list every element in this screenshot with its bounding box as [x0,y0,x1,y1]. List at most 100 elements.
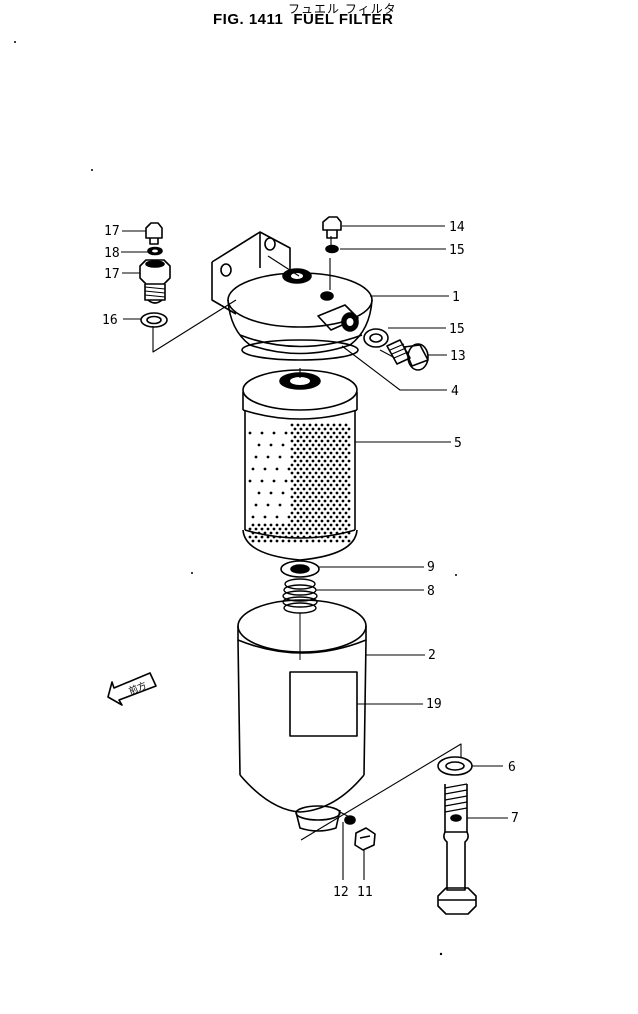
perforation-dot [308,503,312,507]
perforation-dot [320,423,324,427]
perforation-dot [317,459,321,463]
perforation-dot [314,455,318,459]
perforation-dot [317,435,321,439]
perforation-dot [302,479,306,483]
perforation-dot [341,539,345,543]
perforation-dot [329,451,333,455]
perforation-dot [299,499,303,503]
japanese-subtitle: フュエル フィルタ [288,2,397,16]
perforation-dot [290,423,294,427]
perforation-dot [296,527,300,531]
perforation-dot [293,443,297,447]
perforation-dot [335,531,339,535]
perforation-dot [275,539,279,543]
perforation-dot [335,475,339,479]
perforation-dot [263,467,267,471]
perforation-dot [329,427,333,431]
small-bolt-part [322,216,342,254]
perforation-dot [266,503,270,507]
perforation-dot [299,515,303,519]
perforation-dot [263,539,267,543]
perforation-dot [335,467,339,471]
perforation-dot [305,491,309,495]
drain-plug-part [344,815,376,851]
callout-14: 13 [450,349,466,364]
perforation-dot [302,447,306,451]
perforation-dot [263,531,267,535]
perforation-dot [335,523,339,527]
perforation-dot [341,507,345,511]
perforation-dot [293,491,297,495]
perforation-dot [341,435,345,439]
perforation-dot [332,527,336,531]
perforation-dot [332,511,336,515]
o-ring-part [241,339,359,361]
perforation-dot [329,483,333,487]
perforation-dot [299,507,303,511]
perforation-dot [338,487,342,491]
perforation-dot [344,455,348,459]
perforation-dot [296,455,300,459]
perforation-dot [341,499,345,503]
fitting-stack-part [139,222,171,328]
perforation-dot [299,483,303,487]
perforation-dot [317,515,321,519]
perforation-dot [293,499,297,503]
callout-6: 6 [508,760,516,775]
callout-labels: 17 18 17 16 14 15 1 15 13 4 5 9 8 2 19 6… [102,220,519,900]
perforation-dot [254,535,258,539]
perforation-dot [329,499,333,503]
perforation-dot [308,487,312,491]
perforation-dot [320,431,324,435]
perforation-dot [332,463,336,467]
perforation-dot [323,443,327,447]
callout-16: 17 [104,267,120,282]
perforation-dot [311,427,315,431]
perforation-dot [299,531,303,535]
perforation-dot [332,519,336,523]
perforation-dot [263,515,267,519]
perforation-dot [248,479,252,483]
perforation-dot [335,491,339,495]
perforation-dot [290,503,294,507]
alignment-lines [152,236,462,841]
perforation-dot [323,427,327,431]
perforation-dot [347,507,351,511]
perforation-dot [332,479,336,483]
perforation-dot [338,527,342,531]
perforation-dot [329,531,333,535]
perforation-dot [323,523,327,527]
perforation-dot [302,511,306,515]
perforation-dot [269,491,273,495]
perforation-dot [305,515,309,519]
perforation-dot [341,467,345,471]
spring-part [282,578,318,660]
perforation-dot [329,435,333,439]
perforation-dot [293,483,297,487]
perforation-dot [269,539,273,543]
perforation-dot [317,451,321,455]
perforation-dot [329,475,333,479]
perforation-dot [344,423,348,427]
perforation-dot [248,431,252,435]
perforation-dot [308,479,312,483]
perforation-dot [335,539,339,543]
perforation-dot [290,471,294,475]
perforation-dot [347,443,351,447]
perforation-dot [320,463,324,467]
callout-5: 5 [454,436,462,451]
perforation-dot [296,439,300,443]
perforation-dot [332,447,336,451]
perforation-dot [290,527,294,531]
perforation-dot [266,455,270,459]
perforation-dot [287,467,291,471]
perforation-dot [317,523,321,527]
perforation-dot [326,439,330,443]
perforation-dot [314,447,318,451]
perforation-dot [272,527,276,531]
perforation-dot [305,531,309,535]
perforation-dot [326,503,330,507]
perforation-dot [299,427,303,431]
perforation-dot [341,523,345,527]
